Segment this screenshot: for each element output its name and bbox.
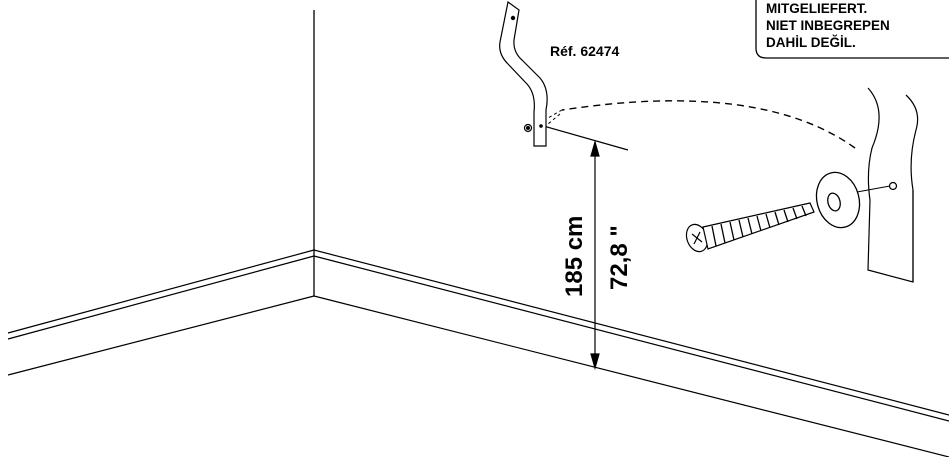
- left-skirting-board: [7, 249, 315, 376]
- assembly-path-arc: [561, 100, 856, 149]
- assembly-arc-rays: [547, 109, 563, 125]
- washer-alignment-line: [856, 185, 891, 193]
- screw-icon: [685, 202, 815, 253]
- not-included-box: [755, 0, 949, 59]
- height-inch-label: 72,8 ": [606, 225, 633, 290]
- not-included-line-3: DAHİL DEĞİL.: [766, 35, 856, 50]
- height-reference-line: [539, 124, 629, 151]
- not-included-line-2: NIET INBEGREPEN: [766, 18, 890, 33]
- not-included-line-1: MITGELIEFERT.: [766, 1, 867, 16]
- height-cm-label: 185 cm: [561, 216, 588, 297]
- height-dimension-arrow: [590, 139, 600, 371]
- washer-icon: [815, 171, 861, 229]
- furniture-panel-icon: [867, 87, 919, 283]
- wall-bracket-icon: [499, 0, 548, 147]
- right-skirting-board: [313, 249, 949, 458]
- reference-label: Réf. 62474: [550, 43, 619, 59]
